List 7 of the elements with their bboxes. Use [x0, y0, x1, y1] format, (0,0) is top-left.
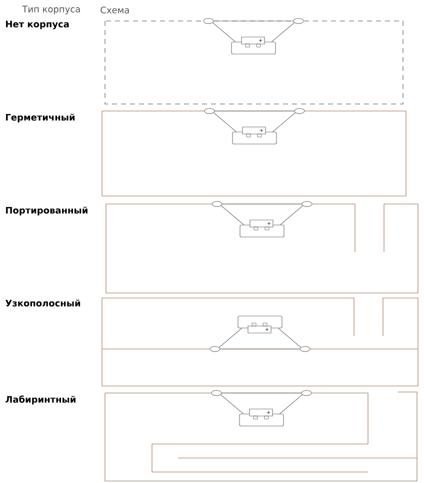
row-label: Герметичный — [6, 114, 75, 122]
row-label: Нет корпуса — [6, 20, 69, 30]
row-label: Портированный — [6, 206, 88, 216]
row-label: Лабиринтный — [6, 396, 76, 404]
row-label: Узкополосный — [5, 300, 80, 306]
column-header: Тип корпуса — [22, 6, 80, 14]
column-header: Схема — [100, 6, 129, 14]
